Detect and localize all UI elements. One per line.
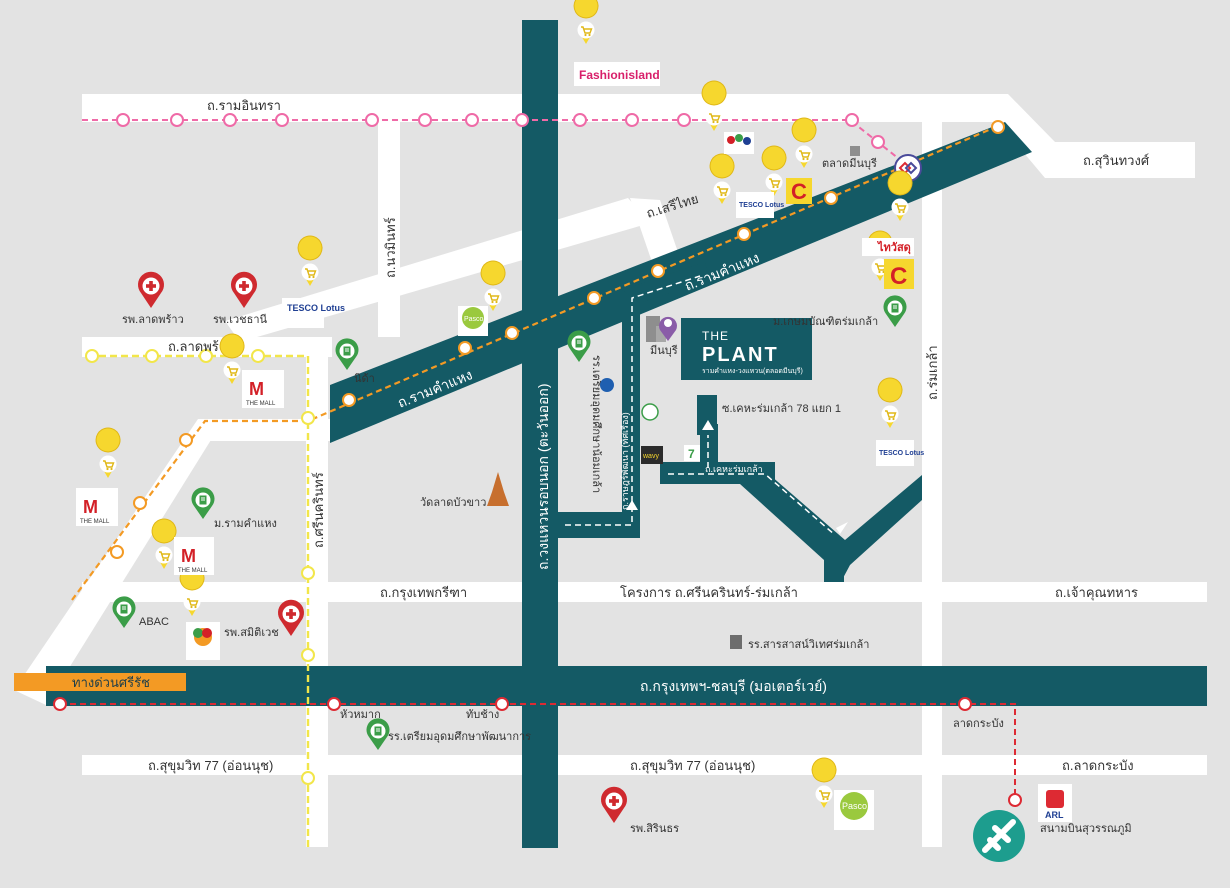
arl-logo: ARL [1038,784,1072,822]
road-lat-krabang-label: ถ.ลาดกระบัง [1062,758,1134,773]
tesco-lotus-logo: TESCO Lotus [736,192,784,218]
hospital-sirinthorn-label: รพ.สิรินธร [630,823,679,835]
pink-stations [116,113,885,149]
seven-eleven-logo: 7 [684,445,700,461]
school-nawamin-label: รร.เตรียมอุดมศึกษาน้อมเกล้า [590,355,603,493]
abac-label: ABAC [139,616,169,628]
school-sarasas-label: รร.สารสาสน์วิเทศร่มเกล้า [748,638,869,651]
wat-lat-bua-khao-label: วัดลาดบัวขาว [420,497,486,509]
road-srinakarin-label: ถ.ศรีนครินทร์ [311,472,326,548]
road-kehaserm-78-label: ซ.เคหะร่มเกล้า 78 แยก 1 [722,403,841,415]
pasco-logo: Pasco [834,790,874,830]
road-outer-ring-label: ถ.วงแหวนรอบนอก (ตะวันออก) [535,383,551,570]
road-sukhumvit77-left-label: ถ.สุขุมวิท 77 (อ่อนนุช) [148,758,273,774]
svg-text:THE MALL: THE MALL [178,568,208,574]
big-c-logo: C [786,178,812,204]
tesco-lotus-logo: TESCO Lotus [876,440,924,466]
pink-line [82,119,909,167]
project-marker[interactable]: THE PLANT รามคำแหง-วงแหวน(ตลอดมีนบุรี) [681,318,812,380]
svg-text:M: M [83,497,98,517]
thap-chang-station-label: ทับช้าง [466,709,499,721]
road-krungthep-kreetha-label: ถ.กรุงเทพกรีฑา [380,585,467,601]
svg-text:TESCO Lotus: TESCO Lotus [879,450,924,457]
yellow-line [88,354,310,847]
the-mall-logo: M THE MALL [174,537,214,575]
svg-text:M: M [181,546,196,566]
access-road-dashes [565,275,836,536]
sri-rat-expressway-strip [14,673,186,691]
suvarnabhumi-label: สนามบินสุวรรณภูมิ [1040,823,1132,835]
road-ratchaphatthana-label: ถ.ราษฎร์พัฒนา (ทิศเรือง) [619,412,630,510]
svg-text:ARL: ARL [1045,810,1064,820]
expressways [46,20,1207,848]
hospital-lat-phrao-label: รพ.ลาดพร้าว [122,314,184,326]
temple-icon [487,472,509,506]
access-road-arrows [626,420,848,534]
pasco-logo: Pasco [458,306,488,336]
road-motorway-label: ถ.กรุงเทพฯ-ชลบุรี (มอเตอร์เวย์) [640,678,827,695]
lat-krabang-station-label: ลาดกระบัง [953,718,1004,730]
road-kehaserm-label: ถ.เคหะร่มเกล้า [705,464,763,474]
arl-line [60,703,1016,800]
arl-stations [53,697,1022,807]
hospital-vejthani-label: รพ.เวชธานี [213,313,268,326]
gas-station-logo [600,378,659,421]
svg-text:C: C [791,179,807,204]
svg-text:M: M [249,379,264,399]
project-subtitle: รามคำแหง-วงแหวน(ตลอดมีนบุรี) [702,367,803,375]
market-icon [850,146,860,156]
min-buri-landmark: มีนบุรี [646,316,678,357]
fashion-shop-logo [724,132,754,154]
road-suwinthawong-label: ถ.สุวินทวงศ์ [1083,153,1150,169]
svg-text:Pasco: Pasco [842,801,867,811]
svg-text:Fashionisland: Fashionisland [579,68,660,82]
wavy-logo: wavy [641,446,663,464]
yellow-stations [85,349,315,785]
svg-text:wavy: wavy [642,453,659,460]
svg-text:C: C [890,263,907,290]
svg-text:THE MALL: THE MALL [80,519,110,525]
project-name-line1: THE [702,329,729,343]
tesco-lotus-logo: TESCO Lotus [282,298,345,328]
road-nawamin-label: ถ.นวมินทร์ [383,217,398,278]
nida-label: นิด้า [354,373,375,385]
svg-text:THE MALL: THE MALL [246,401,276,407]
the-mall-logo: M THE MALL [242,370,284,408]
svg-text:ไทวัสดุ: ไทวัสดุ [876,240,911,255]
project-name-line2: PLANT [702,344,779,366]
road-sukhumvit77-mid-label: ถ.สุขุมวิท 77 (อ่อนนุช) [630,758,755,774]
hua-mak-station-label: หัวหมาก [340,709,381,721]
road-chao-khun-thahan-label: ถ.เจ้าคุณทหาร [1055,585,1138,601]
talad-minburi-label: ตลาดมีนบุรี [822,157,877,170]
minor-roads [14,94,1207,847]
hospital-samitivej-label: รพ.สมิติเวช [224,627,279,639]
svg-text:TESCO Lotus: TESCO Lotus [287,303,345,313]
kasem-bundit-label: ม.เกษมบัณฑิตร่มเกล้า [773,316,878,328]
svg-text:Pasco: Pasco [464,316,484,323]
paradise-logo [186,622,220,660]
fashion-island-logo: Fashionisland [574,62,660,86]
airport-icon [973,810,1025,862]
svg-text:TESCO Lotus: TESCO Lotus [739,202,784,209]
road-ram-intra-label: ถ.รามอินทรา [207,98,281,113]
road-sri-rat-label: ทางด่วนศรีรัช [72,675,150,690]
school-book-icon [730,635,742,649]
school-triam-label: รร.เตรียมอุดมศึกษาพัฒนาการ [388,730,531,743]
ramkhamhaeng-uni-label: ม.รามคำแหง [214,518,277,530]
thaiwatsadu-logo: ไทวัสดุ [862,238,914,256]
road-rom-klao-label: ถ.ร่มเกล้า [925,345,940,400]
the-mall-logo: M THE MALL [76,488,118,526]
svg-text:7: 7 [688,447,695,461]
road-lat-phrao-label: ถ.ลาดพร้าว [168,339,233,354]
orange-stations [110,120,1005,559]
road-srinakarin-romklao-label: โครงการ ถ.ศรีนครินทร์-ร่มเกล้า [620,585,798,600]
min-buri-label: มีนบุรี [650,344,678,357]
big-c-logo: C [884,259,914,290]
